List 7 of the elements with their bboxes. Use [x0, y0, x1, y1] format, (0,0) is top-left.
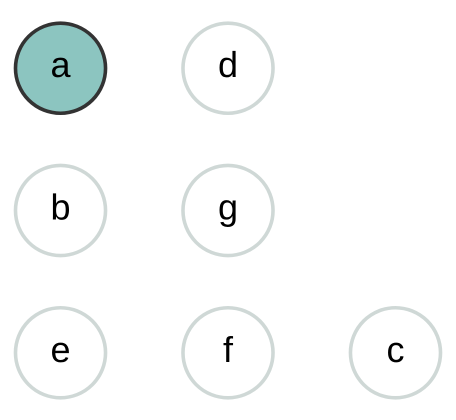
node-circle: a	[14, 20, 108, 115]
node-circle: c	[348, 305, 442, 400]
node-circle: b	[14, 163, 108, 257]
node-circle: f	[181, 305, 275, 400]
node-circle: d	[181, 20, 275, 115]
node-circle: g	[181, 163, 275, 257]
node-circle: e	[14, 305, 108, 400]
